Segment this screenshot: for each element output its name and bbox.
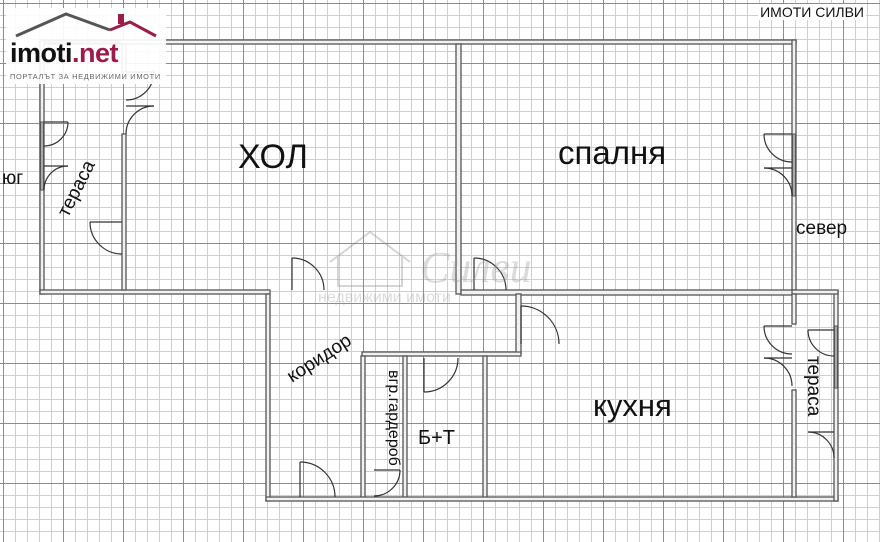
- wall-corridor-bottom: [361, 351, 522, 357]
- door-corridor-south: [299, 461, 336, 498]
- door-bedroom-corridor: [473, 257, 507, 291]
- windows: [40, 40, 838, 389]
- orientation-north: север: [796, 218, 847, 239]
- window-east-bedroom: [792, 133, 796, 197]
- watermark-sub: недвижими имоти: [318, 289, 451, 306]
- watermark: Силви недвижими имоти: [318, 230, 532, 306]
- wall-bath-east: [482, 355, 488, 499]
- room-label-bedroom: спалня: [558, 134, 666, 171]
- door-terrace-east: [807, 329, 835, 459]
- wall-kitchen-terrace-b: [791, 389, 797, 498]
- room-label-terrace-east: тераса: [803, 356, 824, 417]
- window-west: [40, 121, 44, 191]
- wall-corridor-east: [515, 293, 522, 355]
- wall-upper-bottom-west: [39, 289, 271, 295]
- room-label-corridor: коридор: [283, 330, 355, 387]
- logo-tld: .net: [72, 38, 119, 68]
- wall-corridor-west: [265, 293, 271, 502]
- orientation-south: юг: [2, 168, 23, 189]
- wall-kitchen-terrace-a: [791, 293, 797, 325]
- room-label-bath: Б+Т: [418, 427, 455, 449]
- wall-hall-bedroom: [455, 43, 462, 295]
- door-bath: [423, 357, 459, 393]
- logo-name: imoti: [10, 38, 73, 68]
- wall-east-terrace-top: [791, 289, 839, 295]
- logo-wordmark: imoti.net: [10, 38, 119, 69]
- door-west-window: [43, 121, 69, 191]
- door-terrace-lower: [89, 221, 123, 255]
- wall-terrace-hall-b: [121, 133, 127, 291]
- window-east-terrace: [834, 325, 838, 389]
- site-logo[interactable]: imoti.net ПОРТАЛЪТ ЗА НЕДВИЖИМИ ИМОТИ: [6, 8, 166, 84]
- room-label-kitchen: кухня: [593, 388, 672, 423]
- room-label-hall: ХОЛ: [238, 138, 308, 176]
- wall-wardrobe-east: [402, 355, 408, 499]
- logo-house-icon: [15, 12, 157, 38]
- watermark-script: Силви: [420, 243, 532, 292]
- wall-wardrobe-west: [360, 355, 366, 499]
- room-label-wardrobe: вгр.гардероб: [385, 370, 402, 466]
- door-kitchen-terrace: [763, 325, 793, 387]
- wall-south: [265, 496, 839, 502]
- wall-east-terrace: [833, 291, 839, 502]
- walls: [39, 39, 839, 502]
- door-wardrobe: [373, 469, 401, 497]
- door-bedroom-east: [763, 133, 793, 197]
- agency-brand: ИМОТИ СИЛВИ: [758, 4, 866, 20]
- logo-tagline: ПОРТАЛЪТ ЗА НЕДВИЖИМИ ИМОТИ: [10, 72, 161, 81]
- door-hall-corridor: [291, 257, 325, 291]
- door-kitchen: [520, 305, 560, 345]
- watermark-house-icon: [329, 230, 411, 287]
